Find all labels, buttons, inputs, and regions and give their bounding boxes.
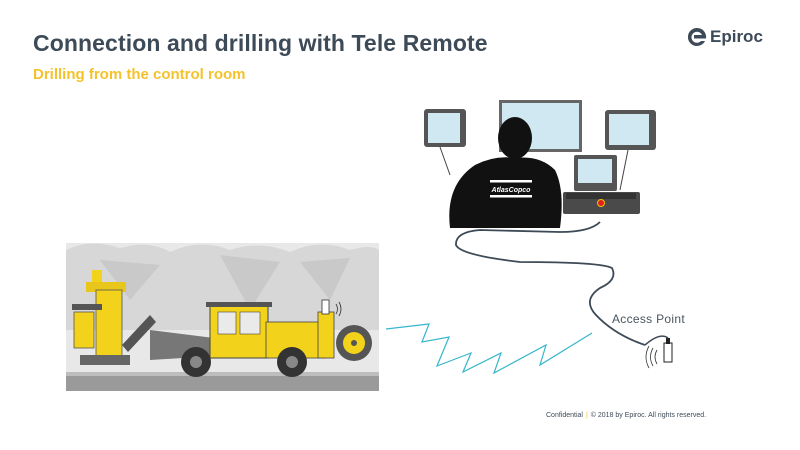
logo-text: Epiroc xyxy=(710,27,763,46)
slide-subtitle: Drilling from the control room xyxy=(33,66,246,83)
footer-copyright: © 2018 by Epiroc. All rights reserved. xyxy=(590,412,707,419)
epiroc-logo-icon xyxy=(687,27,707,46)
footer-confidential: Confidential xyxy=(546,412,583,419)
footer: Confidential|© 2018 by Epiroc. All right… xyxy=(546,412,706,419)
control-console-icon xyxy=(563,155,640,214)
drill-rig-icon xyxy=(66,243,379,391)
wireless-link xyxy=(385,323,593,375)
slide-title: Connection and drilling with Tele Remote xyxy=(33,30,488,56)
epiroc-logo: Epiroc xyxy=(686,25,763,49)
access-point-label: Access Point xyxy=(612,312,685,326)
access-point-icon xyxy=(644,335,673,369)
cable-icon xyxy=(455,221,646,346)
monitor-icon xyxy=(424,109,466,176)
monitor-icon xyxy=(605,110,656,191)
control-room-operator-icon: AtlasCopco xyxy=(424,100,656,228)
footer-separator: | xyxy=(585,412,588,419)
jacket-logo: AtlasCopco xyxy=(491,187,532,194)
wireless-signal-icon xyxy=(335,301,342,317)
